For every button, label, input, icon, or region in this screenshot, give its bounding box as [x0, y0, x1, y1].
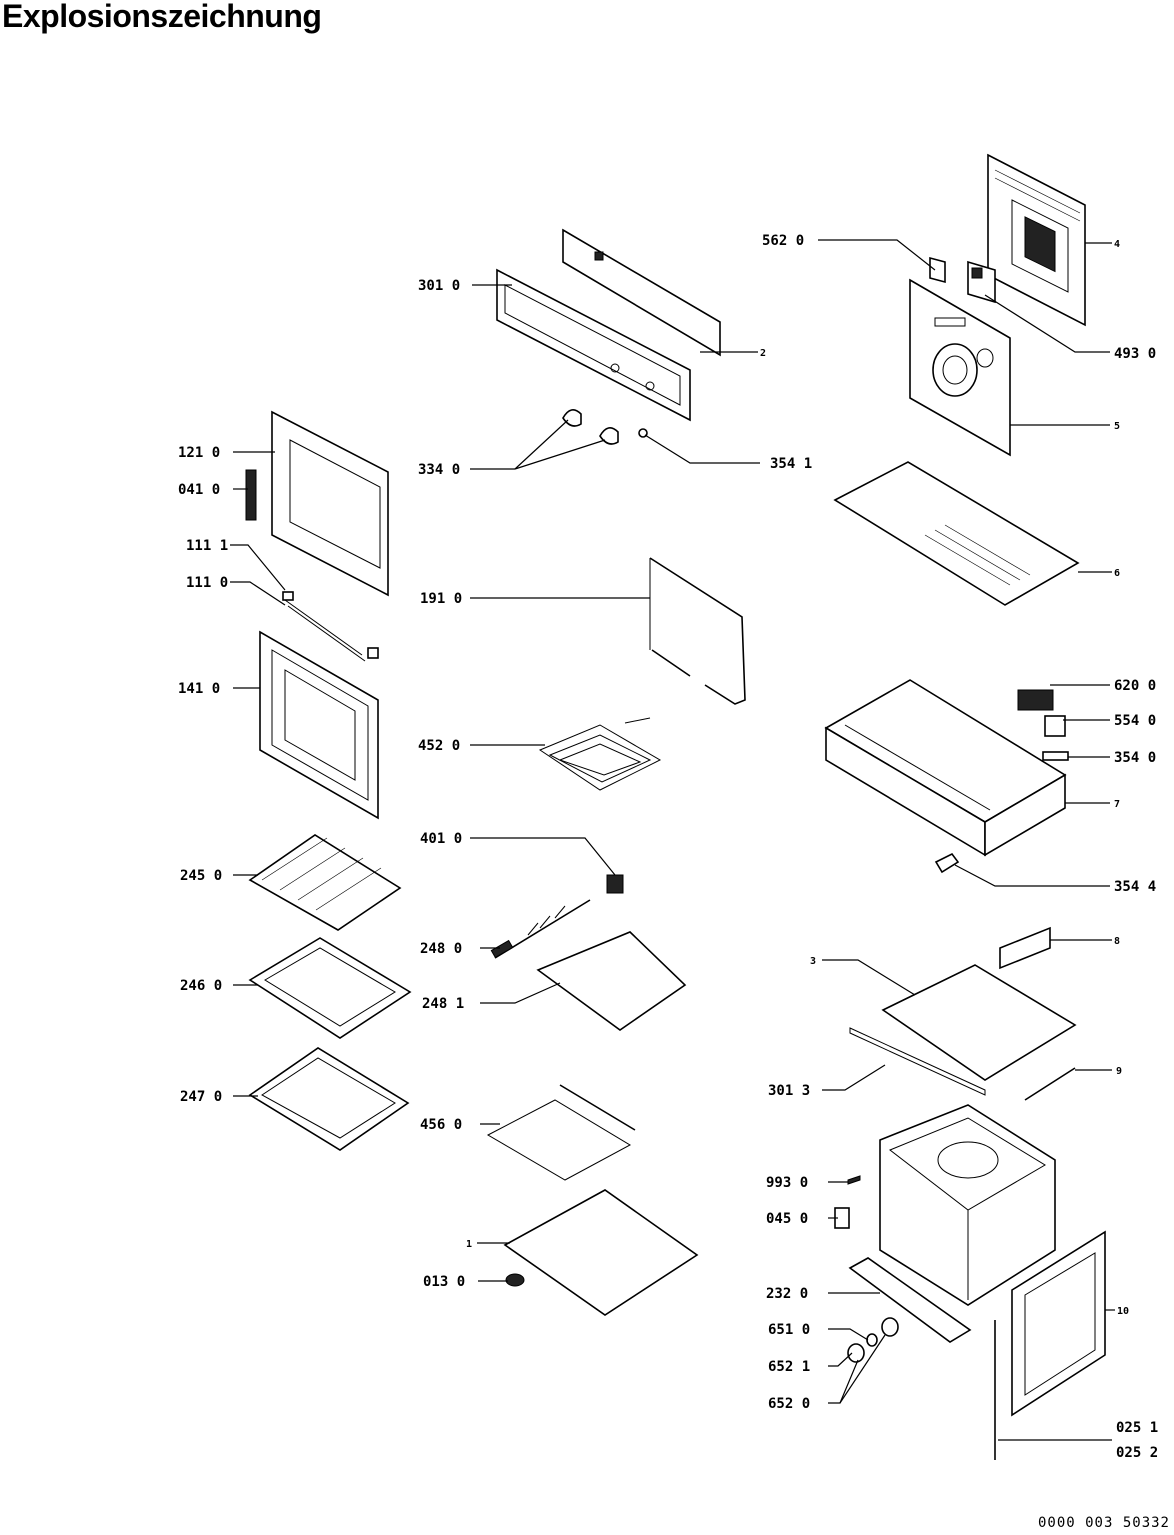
callout-2: 2 [760, 348, 766, 359]
part-foot [505, 1273, 525, 1287]
callout-013-0: 013 0 [423, 1274, 465, 1290]
callout-labels: 301 0 2 562 0 4 493 0 5 121 0 041 0 334 … [178, 233, 1158, 1461]
callout-562-0: 562 0 [762, 233, 804, 249]
callout-121-0: 121 0 [178, 445, 220, 461]
callout-354-1: 354 1 [770, 456, 812, 472]
part-front-strip [848, 1257, 972, 1343]
callout-248-1: 248 1 [422, 996, 464, 1012]
part-wire-rack [248, 834, 402, 931]
part-top-cover [833, 461, 1080, 606]
part-knobs [562, 409, 619, 445]
part-heating-element [538, 717, 662, 791]
callout-651-0: 651 0 [768, 1322, 810, 1338]
callout-401-0: 401 0 [420, 831, 462, 847]
callout-301-0: 301 0 [418, 278, 460, 294]
callout-10: 10 [1117, 1306, 1129, 1317]
part-baking-tray [248, 937, 412, 1039]
part-oven-floor [503, 1189, 699, 1316]
callout-045-0: 045 0 [766, 1211, 808, 1227]
callout-493-0: 493 0 [1114, 346, 1156, 362]
part-front-frame [1011, 1230, 1106, 1417]
leader-lines [230, 239, 1115, 1441]
callout-247-0: 247 0 [180, 1089, 222, 1105]
callout-111-0: 111 0 [186, 575, 228, 591]
part-door-gasket [649, 557, 746, 705]
part-rear-panel [987, 153, 1086, 327]
callout-652-1: 652 1 [768, 1359, 810, 1375]
callout-452-0: 452 0 [418, 738, 460, 754]
part-door-handle [282, 591, 379, 662]
callout-456-0: 456 0 [420, 1117, 462, 1133]
part-rotisserie-spit [490, 899, 591, 959]
part-rotisserie-frame [536, 931, 687, 1031]
part-deep-tray [248, 1047, 410, 1151]
callout-191-0: 191 0 [420, 591, 462, 607]
part-housing-tray [824, 679, 1067, 857]
callout-248-0: 248 0 [420, 941, 462, 957]
part-lamp-cover [934, 852, 960, 874]
part-small-components [1017, 689, 1069, 761]
document-code: 0000 003 50332 [1037, 1515, 1170, 1531]
part-screw [847, 1175, 861, 1185]
callout-9: 9 [1116, 1066, 1122, 1077]
part-outer-door [259, 630, 379, 820]
part-base-plate [849, 964, 1077, 1096]
callout-232-0: 232 0 [766, 1286, 808, 1302]
callout-246-0: 246 0 [180, 978, 222, 994]
part-hinge [245, 469, 257, 521]
part-clip [929, 256, 946, 284]
part-rail [1024, 1067, 1076, 1101]
callout-8: 8 [1114, 936, 1120, 947]
callout-041-0: 041 0 [178, 482, 220, 498]
callout-245-0: 245 0 [180, 868, 222, 884]
page-title: Explosionszeichnung [2, 0, 322, 34]
callout-4: 4 [1114, 239, 1120, 250]
callout-620-0: 620 0 [1114, 678, 1156, 694]
part-knob-assembly [847, 1317, 899, 1363]
callout-993-0: 993 0 [766, 1175, 808, 1191]
callout-025-1: 025 1 [1116, 1420, 1158, 1436]
callout-025-2: 025 2 [1116, 1445, 1158, 1461]
callout-554-0: 554 0 [1114, 713, 1156, 729]
part-bottom-element [486, 1084, 636, 1181]
callout-3: 3 [810, 956, 816, 967]
part-bracket [999, 926, 1051, 970]
callout-7: 7 [1114, 799, 1120, 810]
callout-652-0: 652 0 [768, 1396, 810, 1412]
callout-141-0: 141 0 [178, 681, 220, 697]
part-fan-panel [909, 278, 1011, 457]
part-oven-cavity [879, 1104, 1056, 1306]
callout-334-0: 334 0 [418, 462, 460, 478]
part-sensor [606, 874, 624, 894]
callout-111-1: 111 1 [186, 538, 228, 554]
callout-6: 6 [1114, 568, 1120, 579]
callout-354-0: 354 0 [1114, 750, 1156, 766]
callout-5: 5 [1114, 421, 1120, 432]
callout-1: 1 [466, 1239, 472, 1250]
part-inner-door [271, 410, 389, 597]
callout-301-3: 301 3 [768, 1083, 810, 1099]
callout-354-4: 354 4 [1114, 879, 1156, 895]
part-control-panel [496, 228, 721, 422]
part-switch-block [967, 260, 996, 304]
